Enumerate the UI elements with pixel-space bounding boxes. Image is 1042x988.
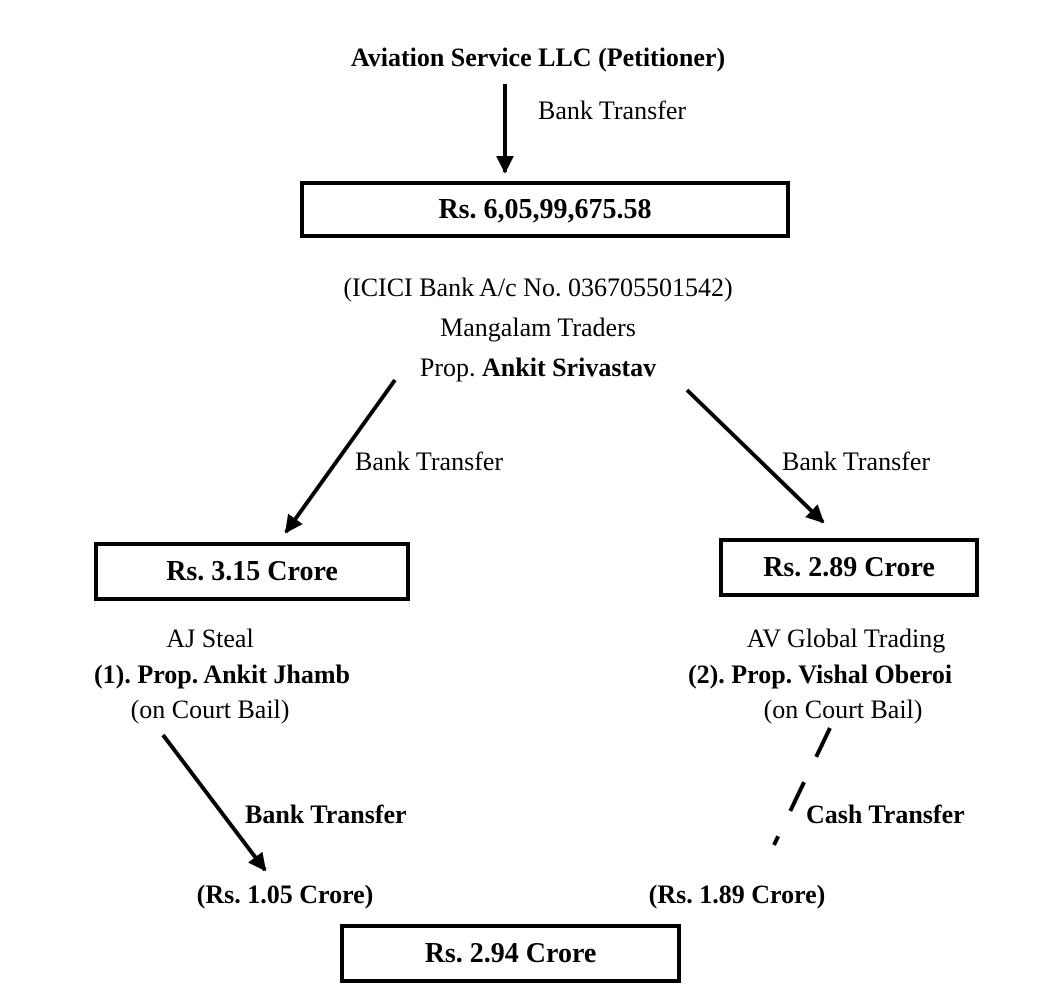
arrow-account-to-left: [284, 378, 397, 534]
transfer-label-left: Bank Transfer: [355, 447, 504, 476]
right-bail-status: (on Court Bail): [763, 695, 923, 724]
account-proprietor-prefix: Prop.: [419, 353, 483, 382]
account-proprietor: Prop. Ankit Srivastav: [420, 352, 656, 384]
account-firm: Mangalam Traders: [440, 313, 636, 342]
right-firm: AV Global Trading: [746, 624, 946, 653]
right-amount: Rs. 2.89 Crore: [763, 551, 935, 583]
transfer-label-bottom-right: Cash Transfer: [806, 800, 965, 829]
left-firm: AJ Steal: [166, 624, 254, 653]
right-forwarded-amount: (Rs. 1.89 Crore): [648, 880, 826, 909]
arrow-left-bank-transfer: [161, 733, 267, 872]
main-amount-box: Rs. 6,05,99,675.58: [300, 181, 790, 238]
petitioner-label: Aviation Service LLC (Petitioner): [350, 43, 726, 72]
right-proprietor: (2). Prop. Vishal Oberoi: [687, 660, 953, 689]
left-amount: Rs. 3.15 Crore: [166, 555, 338, 587]
right-amount-box: Rs. 2.89 Crore: [719, 538, 979, 597]
main-amount: Rs. 6,05,99,675.58: [438, 193, 652, 225]
total-amount-box: Rs. 2.94 Crore: [340, 924, 681, 983]
account-bank-line: (ICICI Bank A/c No. 036705501542): [343, 273, 733, 302]
total-amount: Rs. 2.94 Crore: [424, 937, 597, 969]
left-proprietor: (1). Prop. Ankit Jhamb: [94, 660, 350, 689]
left-amount-box: Rs. 3.15 Crore: [94, 542, 410, 601]
left-bail-status: (on Court Bail): [130, 695, 290, 724]
account-proprietor-name: Ankit Srivastav: [482, 353, 657, 382]
transfer-label-bottom-left: Bank Transfer: [245, 800, 407, 829]
line-right-cash-transfer: [772, 727, 832, 846]
arrow-account-to-right: [685, 388, 825, 524]
transfer-label-top: Bank Transfer: [538, 96, 687, 125]
left-forwarded-amount: (Rs. 1.05 Crore): [196, 880, 374, 909]
transfer-label-right: Bank Transfer: [782, 447, 931, 476]
